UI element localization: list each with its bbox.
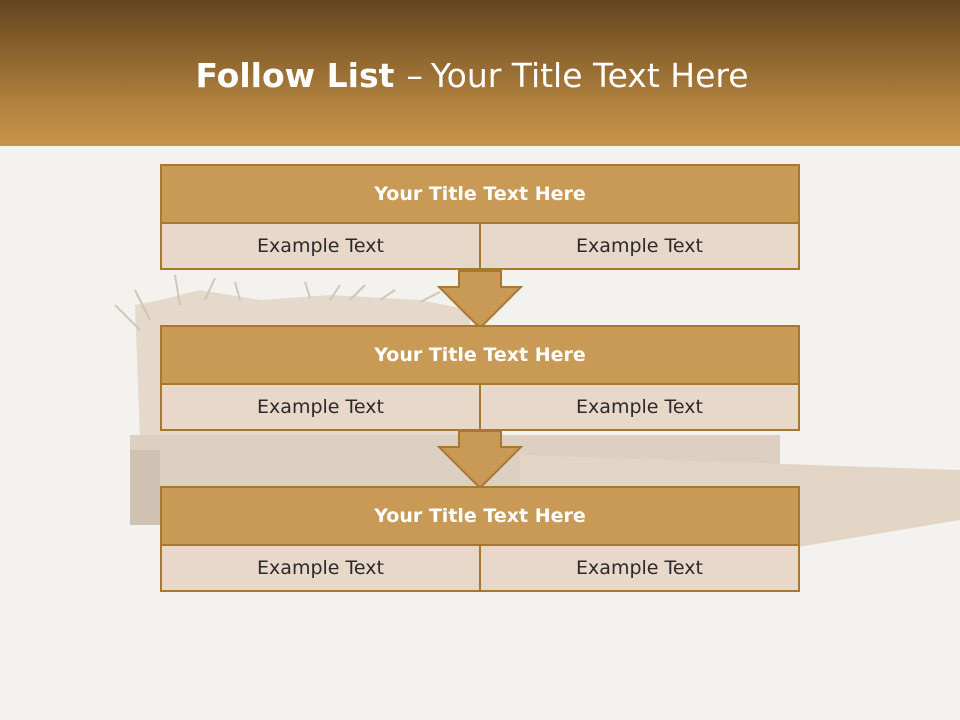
down-arrow-icon bbox=[437, 430, 523, 490]
step-title: Your Title Text Here bbox=[162, 166, 798, 222]
down-arrow-icon bbox=[437, 270, 523, 330]
step-cell: Example Text bbox=[162, 224, 479, 268]
title-rest: Your Title Text Here bbox=[430, 56, 749, 95]
step-title: Your Title Text Here bbox=[162, 327, 798, 383]
slide-title: Follow List–Your Title Text Here bbox=[0, 52, 944, 100]
step-box-3: Your Title Text Here Example Text Exampl… bbox=[160, 486, 800, 592]
step-title: Your Title Text Here bbox=[162, 488, 798, 544]
title-bold: Follow List bbox=[195, 56, 395, 95]
step-cell: Example Text bbox=[162, 385, 479, 429]
step-cell: Example Text bbox=[481, 546, 798, 590]
step-cell: Example Text bbox=[481, 224, 798, 268]
title-separator: – bbox=[406, 56, 423, 95]
header-band bbox=[0, 0, 960, 146]
step-cell: Example Text bbox=[481, 385, 798, 429]
step-cell: Example Text bbox=[162, 546, 479, 590]
step-box-2: Your Title Text Here Example Text Exampl… bbox=[160, 325, 800, 431]
step-box-1: Your Title Text Here Example Text Exampl… bbox=[160, 164, 800, 270]
